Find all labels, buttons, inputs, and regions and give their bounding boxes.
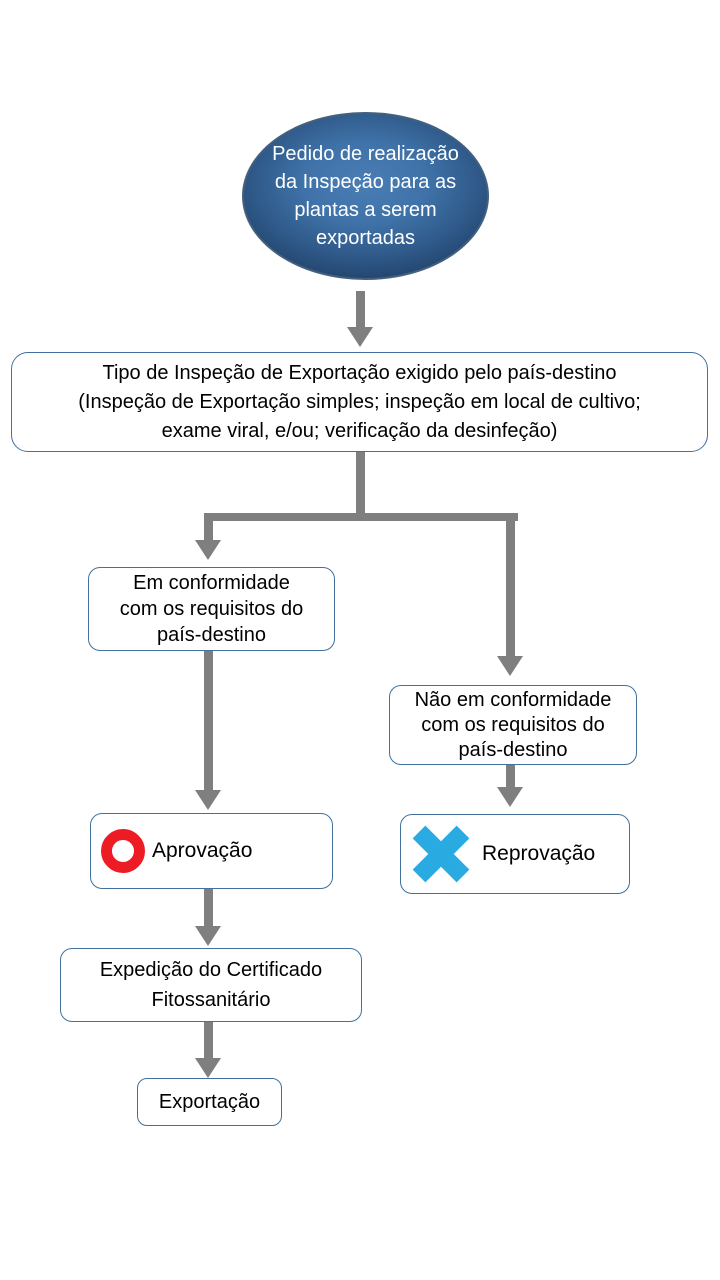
node-export: Exportação bbox=[137, 1078, 282, 1126]
arrow-start-to-type-head bbox=[347, 327, 373, 347]
node-inspection-type: Tipo de Inspeção de Exportação exigido p… bbox=[11, 352, 708, 452]
arrow-certificate-to-export-head bbox=[195, 1058, 221, 1078]
node-not-conform-text: Não em conformidade com os requisitos do… bbox=[414, 688, 612, 761]
node-conform-text: Em conformidade com os requisitos do paí… bbox=[119, 572, 304, 646]
node-rejection-label: Reprovação bbox=[482, 842, 596, 865]
node-certificate: Expedição do Certificado Fitossanitário bbox=[60, 948, 362, 1022]
arrow-conform-to-approval-shaft bbox=[204, 651, 213, 790]
branch-left-drop-head bbox=[195, 540, 221, 560]
node-start-text: Pedido de realização da Inspeção para as… bbox=[272, 143, 459, 249]
node-conform: Em conformidade com os requisitos do paí… bbox=[88, 567, 335, 651]
approval-circle-icon bbox=[101, 829, 145, 873]
node-certificate-text: Expedição do Certificado Fitossanitário bbox=[99, 959, 323, 1011]
arrow-notconform-to-rejection-head bbox=[497, 787, 523, 807]
branch-left-drop-shaft bbox=[204, 513, 213, 540]
branch-right-drop-head bbox=[497, 656, 523, 676]
arrow-approval-to-certificate-shaft bbox=[204, 889, 213, 926]
node-rejection: Reprovação bbox=[400, 814, 630, 894]
arrow-approval-to-certificate-head bbox=[195, 926, 221, 946]
arrow-certificate-to-export-shaft bbox=[204, 1022, 213, 1058]
node-start-ellipse: Pedido de realização da Inspeção para as… bbox=[242, 112, 489, 280]
node-approval: Aprovação bbox=[90, 813, 333, 889]
arrow-notconform-to-rejection-shaft bbox=[506, 765, 515, 787]
node-inspection-type-text: Tipo de Inspeção de Exportação exigido p… bbox=[78, 361, 641, 442]
node-not-conform: Não em conformidade com os requisitos do… bbox=[389, 685, 637, 765]
node-approval-label: Aprovação bbox=[152, 839, 253, 862]
arrow-start-to-type-shaft bbox=[356, 291, 365, 327]
branch-horizontal-bar bbox=[204, 513, 518, 521]
node-export-label: Exportação bbox=[158, 1090, 261, 1113]
rejection-x-icon bbox=[412, 825, 470, 883]
branch-right-drop-shaft bbox=[506, 513, 515, 656]
arrow-conform-to-approval-head bbox=[195, 790, 221, 810]
branch-stem bbox=[356, 452, 365, 521]
